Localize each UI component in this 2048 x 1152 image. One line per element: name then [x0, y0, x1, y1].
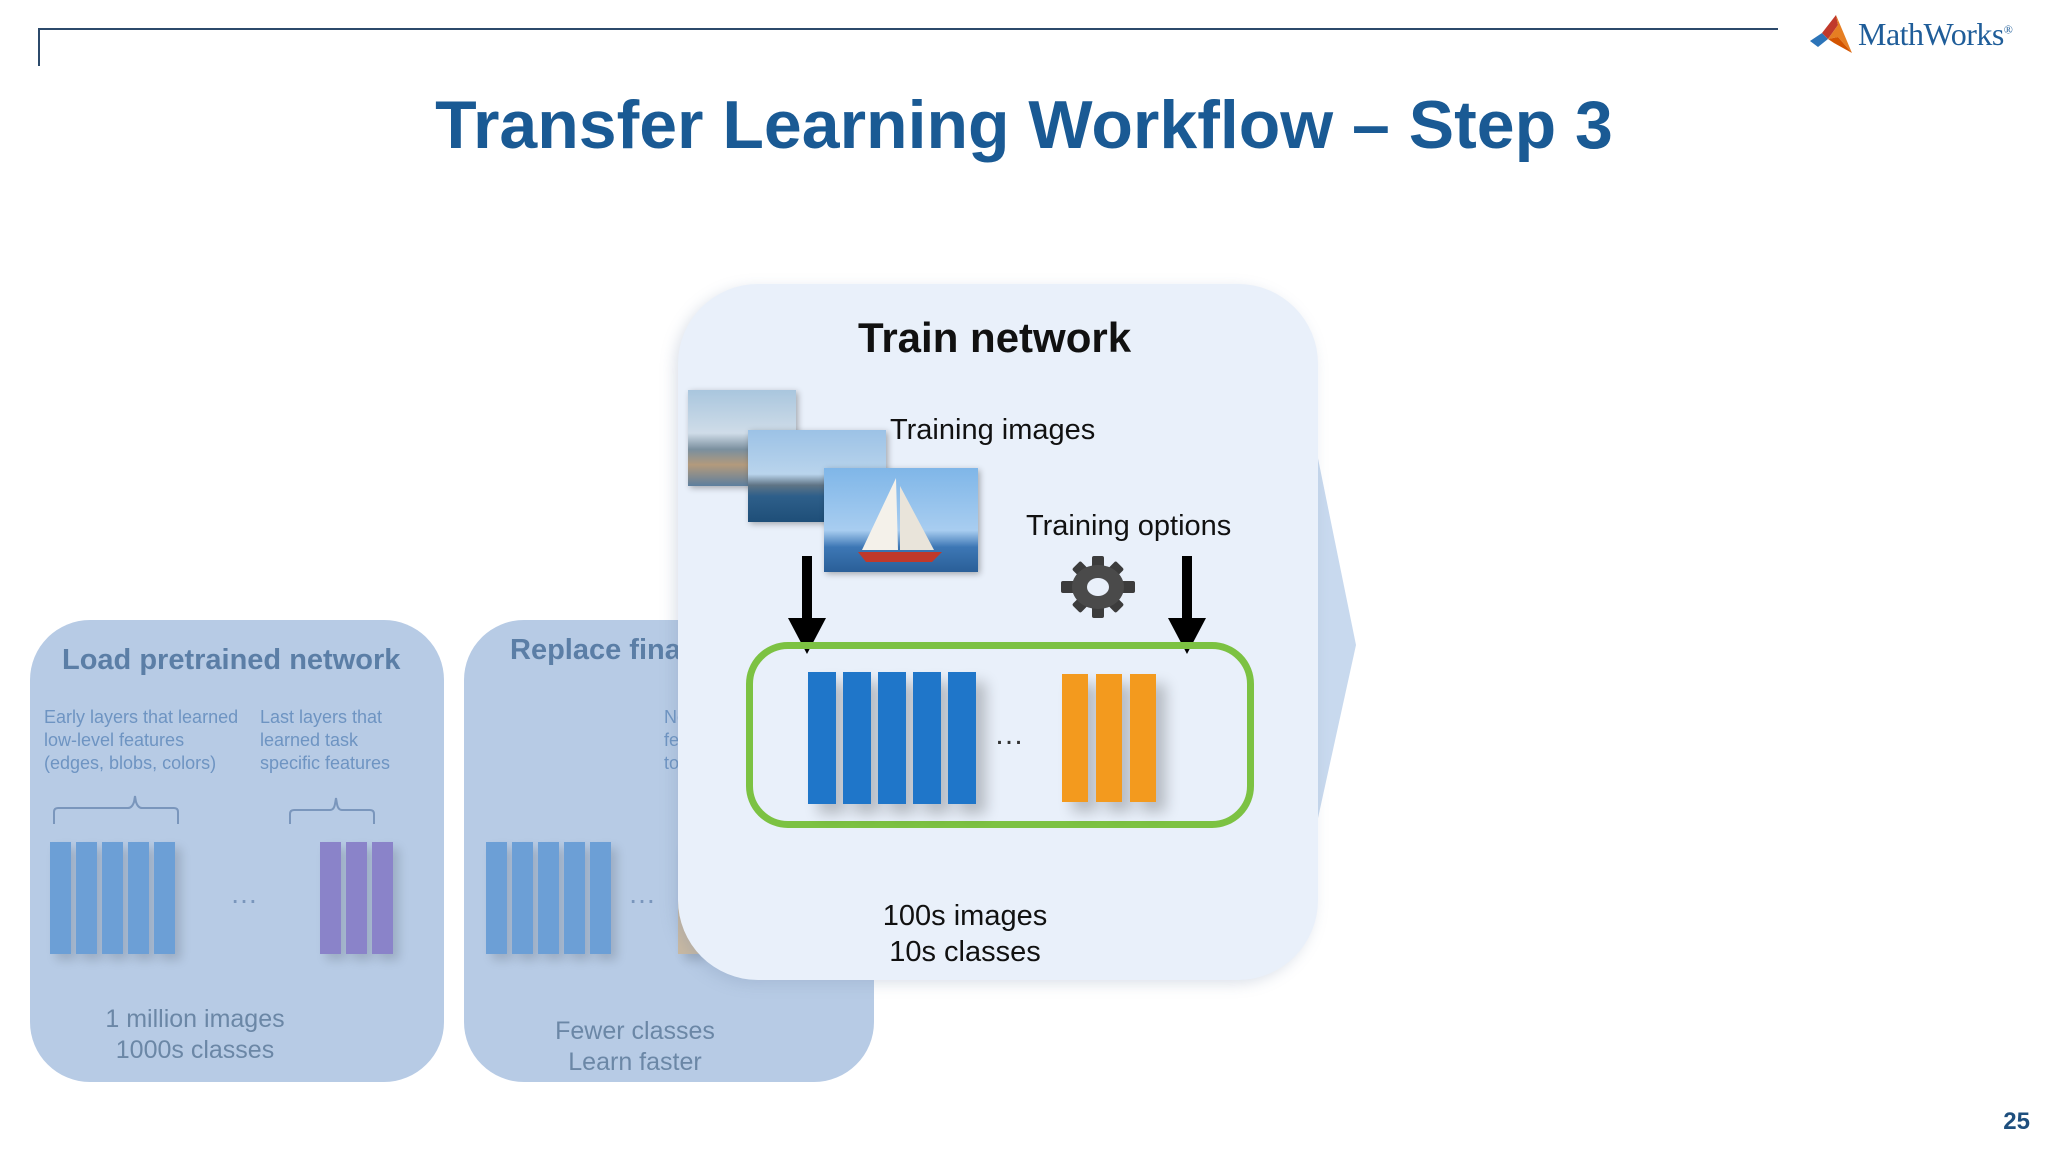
step1-layer: [128, 842, 149, 954]
step1-layer: [50, 842, 71, 954]
step1-title: Load pretrained network: [62, 644, 401, 676]
network-box: [746, 642, 1254, 828]
step1-layer: [76, 842, 97, 954]
membrane-logo-icon: [1810, 15, 1852, 53]
mathworks-logo: MathWorks®: [1808, 10, 2018, 58]
step3-footer: 100s images 10s classes: [882, 900, 1048, 968]
network-final-layer: [1096, 674, 1122, 802]
step2-layer: [512, 842, 533, 954]
step1-layer: [154, 842, 175, 954]
gear-icon: [1061, 556, 1135, 618]
header-rule: [38, 28, 1778, 30]
page-title: Transfer Learning Workflow – Step 3: [435, 87, 1613, 163]
step2-layer: [486, 842, 507, 954]
step2-layer: [564, 842, 585, 954]
step2-layer: [538, 842, 559, 954]
step1-layer: [102, 842, 123, 954]
page-number: 25: [2003, 1108, 2030, 1135]
arrow-down-icon: [788, 556, 826, 654]
training-options-label: Training options: [1026, 510, 1232, 542]
step1-final-layer: [346, 842, 367, 954]
step2-title: Replace fina: [510, 634, 681, 666]
network-final-layer: [1062, 674, 1088, 802]
step1-late-note: Last layers that learned task specific f…: [260, 707, 391, 773]
network-layer: [948, 672, 976, 804]
step1-braces: [53, 795, 375, 824]
step3-panel: [678, 284, 1318, 980]
network-layer: [878, 672, 906, 804]
step2-layer: [590, 842, 611, 954]
step2-ellipsis: …: [628, 878, 658, 909]
step1-final-layer: [372, 842, 393, 954]
step1-ellipsis: …: [230, 878, 260, 909]
arrow-down-icon: [1168, 556, 1206, 654]
network-layer: [843, 672, 871, 804]
network-layer: [913, 672, 941, 804]
training-image-sailboat: [824, 468, 978, 572]
step3-title: Train network: [858, 314, 1132, 361]
network-final-layer: [1130, 674, 1156, 802]
training-images-label: Training images: [890, 414, 1096, 446]
network-layer: [808, 672, 836, 804]
step1-final-layer: [320, 842, 341, 954]
step1-footer: 1 million images 1000s classes: [105, 1005, 285, 1064]
logo-wordmark: MathWorks®: [1858, 15, 2013, 52]
network-ellipsis: …: [994, 718, 1026, 751]
header-rule-tick: [38, 28, 40, 66]
step2-footer: Fewer classes Learn faster: [555, 1017, 715, 1076]
step1-early-note: Early layers that learned low-level feat…: [44, 707, 239, 773]
